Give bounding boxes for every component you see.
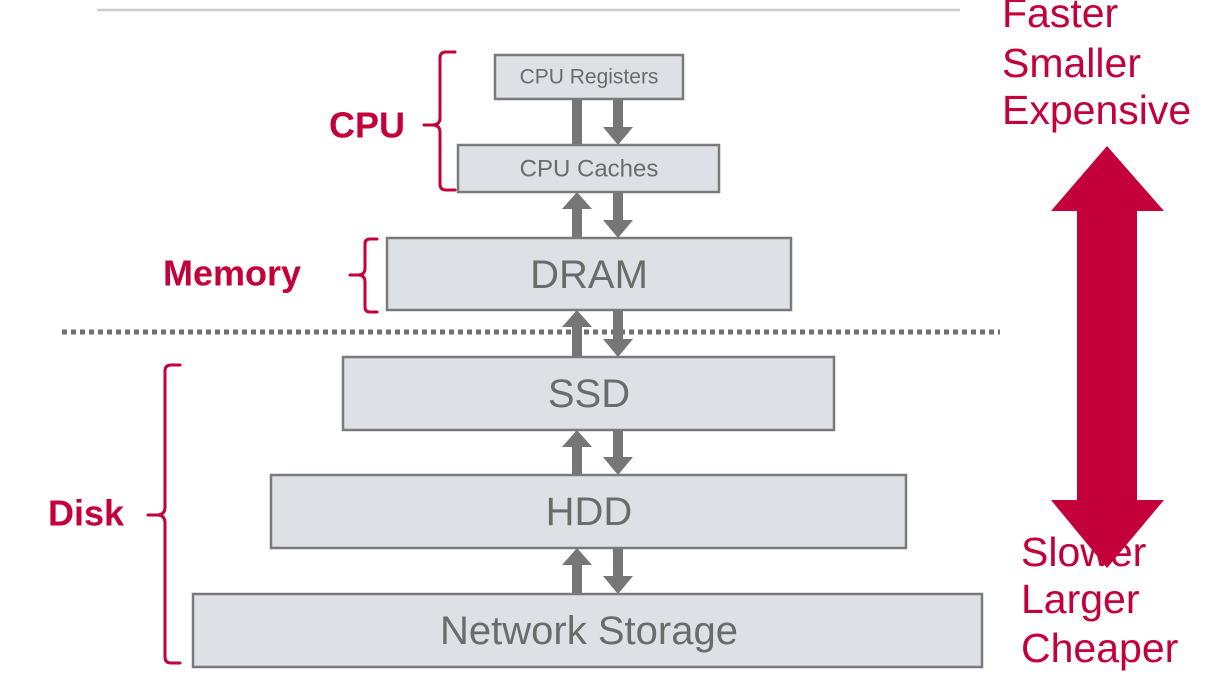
arrow-pair-dram-ssd bbox=[562, 310, 633, 357]
scale-top-line-expensive: Expensive bbox=[1002, 87, 1191, 133]
tier-network-storage: Network Storage bbox=[191, 592, 984, 669]
up-arrow-icon bbox=[562, 548, 592, 594]
memory-bracket bbox=[348, 237, 379, 314]
down-arrow-icon bbox=[603, 99, 633, 145]
group-label-memory: Memory bbox=[163, 253, 301, 294]
up-arrow-icon bbox=[562, 192, 592, 238]
tier-label-cpu-caches: CPU Caches bbox=[520, 156, 659, 183]
up-arrow-icon bbox=[562, 430, 592, 475]
arrow-pair-hdd-network bbox=[562, 548, 633, 594]
tier-label-ssd: SSD bbox=[548, 372, 630, 416]
scale-bottom-line-larger: Larger bbox=[1021, 576, 1140, 622]
cpu-bracket bbox=[422, 50, 457, 192]
tier-label-dram: DRAM bbox=[530, 253, 648, 297]
scale-bottom-line-cheaper: Cheaper bbox=[1021, 625, 1178, 671]
tier-label-network-storage: Network Storage bbox=[440, 609, 738, 653]
down-arrow-icon bbox=[603, 548, 633, 594]
down-arrow-icon bbox=[603, 192, 633, 238]
tier-cpu-registers: CPU Registers bbox=[493, 53, 685, 101]
arrow-pair-caches-dram bbox=[562, 192, 633, 238]
tier-hdd: HDD bbox=[269, 473, 908, 550]
double-headed-arrow-icon bbox=[1051, 146, 1164, 568]
tier-ssd: SSD bbox=[341, 355, 836, 432]
scale-bottom-label: Slower Larger Cheaper bbox=[1021, 529, 1178, 671]
tier-dram: DRAM bbox=[385, 236, 793, 312]
up-arrow-icon bbox=[562, 310, 592, 357]
down-arrow-icon bbox=[603, 430, 633, 475]
scale-top-line-smaller: Smaller bbox=[1002, 40, 1141, 86]
tier-cpu-caches: CPU Caches bbox=[456, 143, 721, 194]
disk-bracket bbox=[146, 363, 182, 665]
arrow-pair-ssd-hdd bbox=[562, 430, 633, 475]
scale-bottom-line-slower: Slower bbox=[1021, 529, 1146, 575]
down-arrow-icon bbox=[603, 310, 633, 357]
group-label-disk: Disk bbox=[48, 493, 125, 534]
group-label-cpu: CPU bbox=[329, 105, 405, 146]
tier-label-cpu-registers: CPU Registers bbox=[520, 66, 659, 89]
tier-label-hdd: HDD bbox=[546, 490, 633, 534]
scale-top-line-faster: Faster bbox=[1002, 0, 1118, 36]
scale-top-label: Faster Smaller Expensive bbox=[1002, 0, 1191, 133]
